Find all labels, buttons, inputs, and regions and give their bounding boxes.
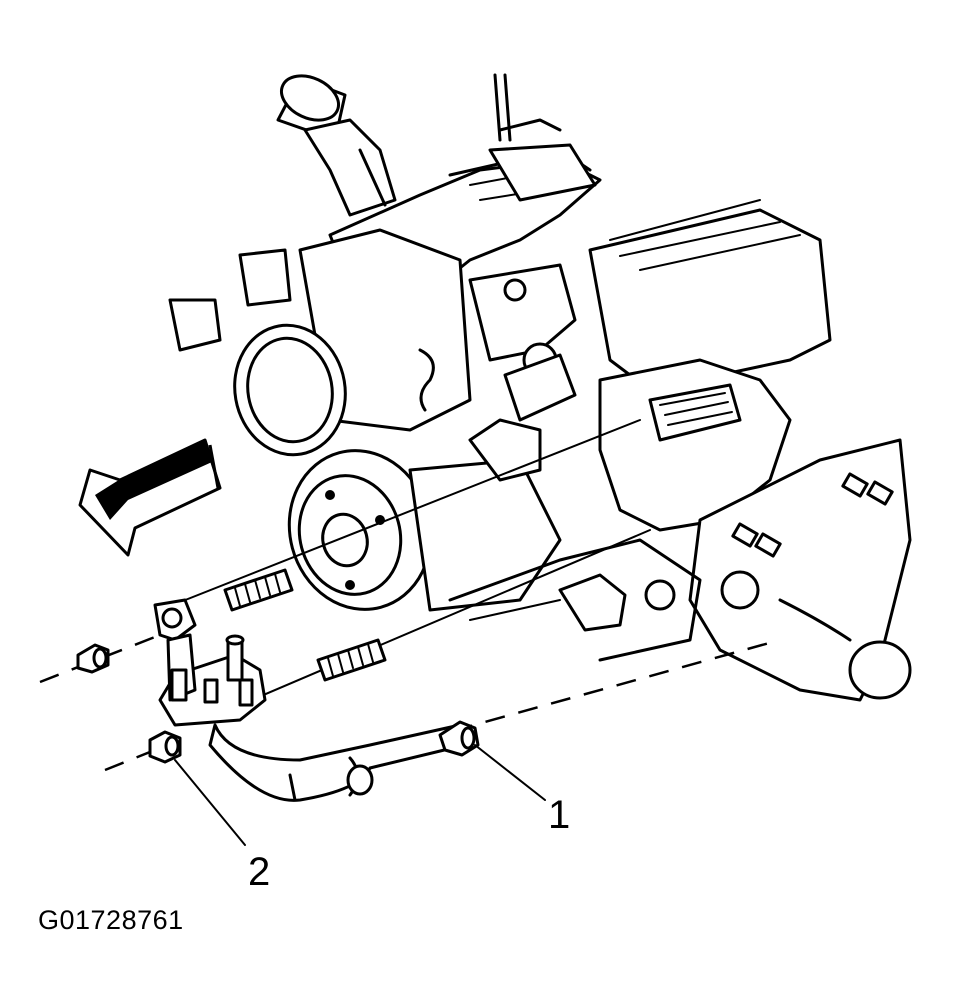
alignment-lines — [39, 419, 781, 772]
callout-1: 1 — [548, 793, 570, 837]
nut-icon — [148, 730, 182, 764]
valve-cover — [588, 208, 832, 392]
bolt-icon — [438, 720, 480, 757]
leader-line-2 — [174, 759, 246, 846]
stud-icon — [316, 638, 387, 682]
figure-id: G01728761 — [38, 905, 184, 935]
manifold-bolts — [731, 472, 894, 558]
callout-2: 2 — [248, 850, 270, 894]
front-direction-arrow-icon — [78, 438, 222, 557]
nut-icon — [76, 643, 110, 674]
leader-line-1 — [474, 744, 546, 801]
stud-icon — [223, 568, 294, 612]
bracket-upper — [468, 263, 577, 362]
oil-filler-neck — [276, 74, 397, 217]
pipe-bracket-assembly — [153, 598, 467, 802]
engine-assembly — [168, 73, 912, 702]
coolant-outlet — [468, 418, 542, 482]
throttle-body — [168, 228, 472, 457]
